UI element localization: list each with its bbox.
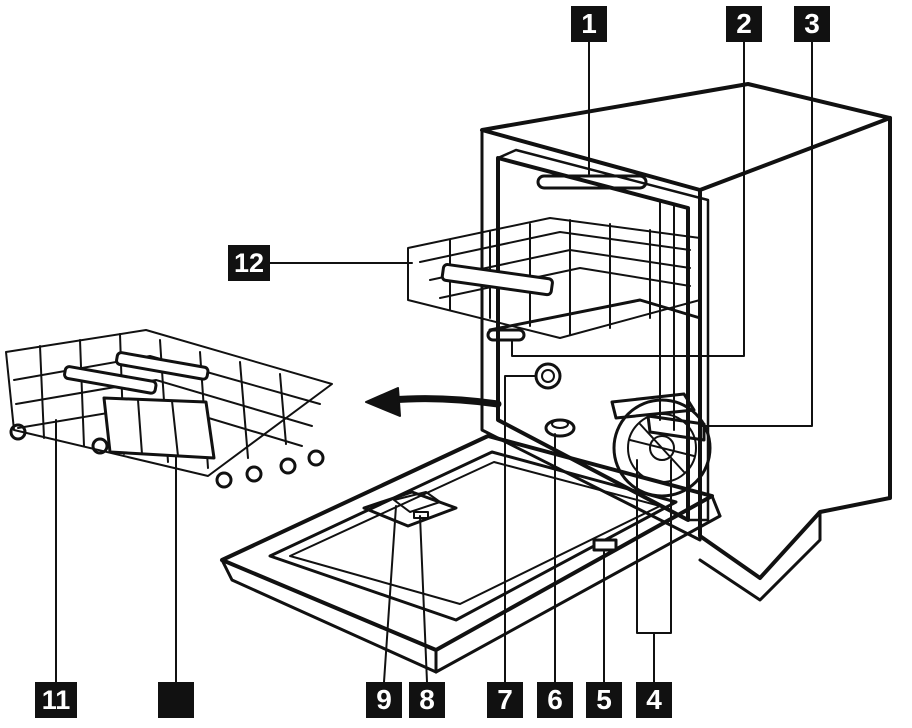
detergent-dispenser [364, 492, 456, 526]
callout-11: 11 [35, 682, 77, 718]
callout-1: 1 [571, 6, 607, 42]
leader-7 [505, 376, 536, 682]
leader-3 [700, 42, 812, 426]
lower-basket [6, 330, 332, 487]
removal-arrow [366, 388, 498, 416]
door-latch [594, 540, 616, 550]
callout-6: 6 [537, 682, 573, 718]
callout-4: 4 [636, 682, 672, 718]
callout-10 [158, 682, 194, 718]
middle-spray-arm [488, 330, 524, 340]
callout-12: 12 [228, 245, 270, 281]
dishwasher-door [222, 436, 720, 672]
callout-7: 7 [487, 682, 523, 718]
callout-8: 8 [409, 682, 445, 718]
leader-9 [384, 506, 396, 682]
water-inlet [536, 364, 560, 388]
salt-container [546, 420, 574, 436]
upper-basket [408, 218, 700, 338]
dishwasher-cabinet [482, 84, 890, 600]
callout-5: 5 [586, 682, 622, 718]
callout-3: 3 [794, 6, 830, 42]
leader-8 [420, 516, 427, 682]
callout-2: 2 [726, 6, 762, 42]
callout-9: 9 [366, 682, 402, 718]
